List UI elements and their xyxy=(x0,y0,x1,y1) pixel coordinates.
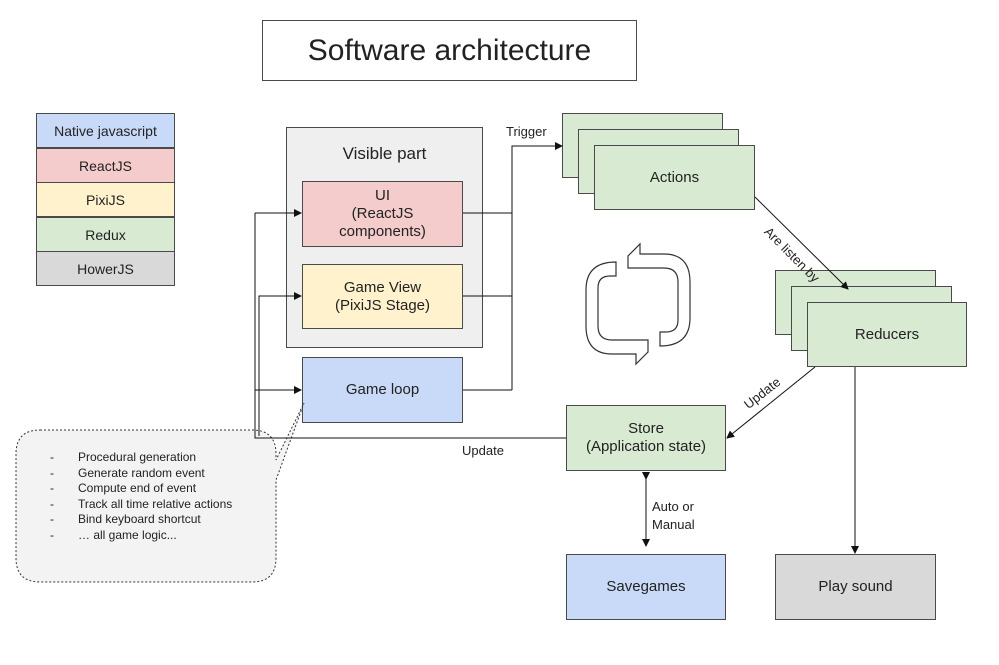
list-item-text: Procedural generation xyxy=(78,450,197,464)
list-item: -… all game logic... xyxy=(50,527,177,542)
list-item-text: … all game logic... xyxy=(78,527,177,542)
reducers-node: Reducers xyxy=(807,302,967,367)
trigger-arrow xyxy=(511,142,563,390)
game-loop-node: Game loop xyxy=(302,357,463,423)
reducers-to-store-arrow xyxy=(726,366,816,439)
play-sound-node: Play sound xyxy=(775,554,936,620)
store-update-line xyxy=(254,213,566,439)
list-item-text: Track all time relative actions xyxy=(78,496,233,511)
legend-pixijs: PixiJS xyxy=(36,182,175,217)
cycle-arrows-icon xyxy=(585,242,691,366)
savegames-node: Savegames xyxy=(566,554,726,620)
list-item: -Procedural generation xyxy=(50,450,197,464)
update-to-gameview-arrow xyxy=(258,292,302,436)
legend-reactjs: ReactJS xyxy=(36,148,175,183)
ui-node: UI (ReactJS components) xyxy=(302,181,463,247)
game-view-node: Game View (PixiJS Stage) xyxy=(302,264,463,329)
actions-to-reducers-arrow xyxy=(754,196,849,290)
trigger-label: Trigger xyxy=(506,124,547,139)
game-logic-list: -Procedural generation -Generate random … xyxy=(50,450,240,544)
list-item-text: Bind keyboard shortcut xyxy=(78,512,201,527)
list-item: -Compute end of event xyxy=(50,481,197,496)
visible-part-title: Visible part xyxy=(342,144,427,163)
legend-redux: Redux xyxy=(36,217,175,252)
legend-native-javascript: Native javascript xyxy=(36,113,175,148)
list-item-text: Compute end of event xyxy=(78,481,197,496)
auto-or-manual-label: Auto or Manual xyxy=(652,499,695,532)
list-item: -Bind keyboard shortcut xyxy=(50,512,201,527)
legend-howerjs: HowerJS xyxy=(36,251,175,286)
update-left-label: Update xyxy=(462,443,504,458)
game-logic-callout: -Procedural generation -Generate random … xyxy=(16,430,276,582)
diagram-title: Software architecture xyxy=(262,20,637,81)
game-logic-callout-bubble xyxy=(15,402,305,583)
list-item: -Generate random event xyxy=(50,465,205,480)
list-item-text: Generate random event xyxy=(78,465,205,480)
store-node: Store (Application state) xyxy=(566,405,726,471)
list-item: -Track all time relative actions xyxy=(50,496,233,511)
actions-node: Actions xyxy=(594,145,755,210)
